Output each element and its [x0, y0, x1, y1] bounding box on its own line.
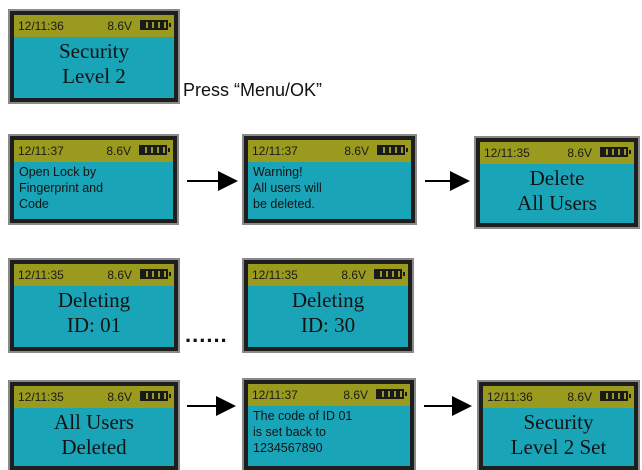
battery-full-icon	[600, 147, 631, 157]
status-voltage: 8.6V	[344, 144, 369, 158]
status-time: 12/11:35	[484, 146, 530, 160]
message-line: All Users	[517, 191, 597, 215]
lcd-screen-all-users-deleted: 12/11:35 8.6V All Users Deleted	[8, 380, 180, 470]
status-bar: 12/11:36 8.6V	[483, 386, 634, 408]
screen-message: Deleting ID: 30	[248, 286, 408, 347]
screen-message: Warning! All users will be deleted.	[248, 162, 411, 219]
status-bar: 12/11:35 8.6V	[480, 142, 634, 164]
status-voltage: 8.6V	[343, 388, 368, 402]
status-voltage: 8.6V	[107, 390, 132, 404]
status-voltage: 8.6V	[341, 268, 366, 282]
status-time: 12/11:36	[18, 19, 64, 33]
battery-full-icon	[376, 389, 407, 399]
message-line: Deleted	[61, 435, 127, 459]
message-line: Security	[59, 39, 129, 63]
screen-message: Security Level 2	[14, 37, 174, 98]
screen-message: Deleting ID: 01	[14, 286, 174, 347]
message-line: Delete	[529, 166, 585, 190]
status-voltage: 8.6V	[567, 146, 592, 160]
lcd-screen-warning: 12/11:37 8.6V Warning! All users will be…	[242, 134, 417, 225]
status-voltage: 8.6V	[567, 390, 592, 404]
lcd-screen-deleting-id-01: 12/11:35 8.6V Deleting ID: 01	[8, 258, 180, 353]
status-time: 12/11:35	[18, 268, 64, 282]
status-bar: 12/11:36 8.6V	[14, 15, 174, 37]
battery-full-icon	[140, 269, 171, 279]
battery-full-icon	[374, 269, 405, 279]
message-line: Level 2	[62, 64, 126, 88]
message-line: Warning!	[253, 165, 303, 179]
lcd-screen-deleting-id-30: 12/11:35 8.6V Deleting ID: 30	[242, 258, 414, 353]
message-line: All Users	[54, 410, 134, 434]
screen-message: Security Level 2 Set	[483, 408, 634, 466]
message-line: Deleting	[57, 288, 131, 312]
screen-message: All Users Deleted	[14, 408, 174, 466]
message-line: ID: 30	[300, 313, 356, 337]
message-line: All users will	[253, 181, 322, 195]
message-line: Code	[19, 197, 49, 211]
status-voltage: 8.6V	[106, 144, 131, 158]
lcd-screen-delete-all-users: 12/11:35 8.6V Delete All Users	[474, 136, 640, 229]
status-bar: 12/11:35 8.6V	[14, 386, 174, 408]
status-bar: 12/11:35 8.6V	[248, 264, 408, 286]
battery-full-icon	[140, 391, 171, 401]
status-time: 12/11:37	[252, 144, 298, 158]
message-line: be deleted.	[253, 197, 315, 211]
status-time: 12/11:36	[487, 390, 533, 404]
battery-full-icon	[139, 145, 170, 155]
status-bar: 12/11:37 8.6V	[14, 140, 173, 162]
status-time: 12/11:37	[18, 144, 64, 158]
message-line: is set back to	[253, 425, 326, 439]
ellipsis-indicator: ......	[185, 322, 228, 347]
status-voltage: 8.6V	[107, 19, 132, 33]
battery-full-icon	[140, 20, 171, 30]
lcd-screen-code-reset: 12/11:37 8.6V The code of ID 01 is set b…	[242, 378, 416, 470]
screen-message: Delete All Users	[480, 164, 634, 223]
message-line: The code of ID 01	[253, 409, 353, 423]
message-line: Security	[523, 410, 594, 434]
message-line: Deleting	[291, 288, 365, 312]
status-bar: 12/11:35 8.6V	[14, 264, 174, 286]
message-line: Open Lock by	[19, 165, 97, 179]
status-time: 12/11:35	[18, 390, 64, 404]
screen-message: The code of ID 01 is set back to 1234567…	[248, 406, 410, 466]
status-bar: 12/11:37 8.6V	[248, 384, 410, 406]
battery-full-icon	[600, 391, 631, 401]
status-bar: 12/11:37 8.6V	[248, 140, 411, 162]
instruction-text: Press “Menu/OK”	[183, 80, 323, 100]
status-voltage: 8.6V	[107, 268, 132, 282]
lcd-screen-security-level-2-set: 12/11:36 8.6V Security Level 2 Set	[477, 380, 640, 470]
message-line: 1234567890	[253, 441, 323, 455]
status-time: 12/11:37	[252, 388, 298, 402]
message-line: ID: 01	[66, 313, 122, 337]
lcd-screen-open-lock: 12/11:37 8.6V Open Lock by Fingerprint a…	[8, 134, 179, 225]
message-line: Level 2 Set	[510, 435, 607, 459]
status-time: 12/11:35	[252, 268, 298, 282]
screen-message: Open Lock by Fingerprint and Code	[14, 162, 173, 219]
battery-full-icon	[377, 145, 408, 155]
message-line: Fingerprint and	[19, 181, 104, 195]
lcd-screen-security-level-2: 12/11:36 8.6V Security Level 2	[8, 9, 180, 104]
